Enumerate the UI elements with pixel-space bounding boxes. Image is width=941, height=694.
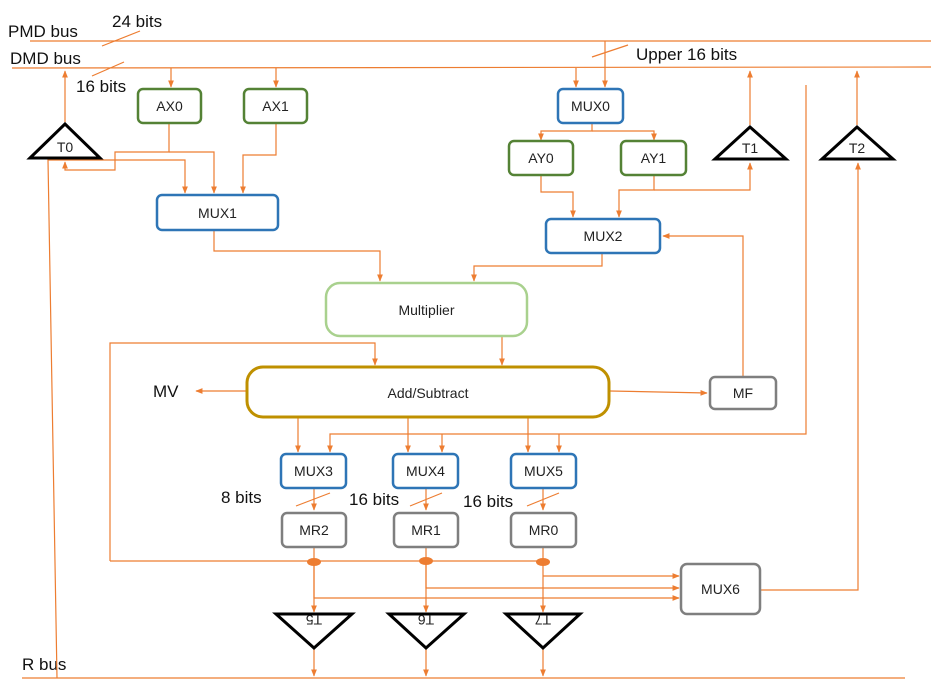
dmd-bus-label: DMD bus — [10, 49, 81, 68]
multiplier-label: Multiplier — [398, 302, 454, 318]
bits-16-label: 16 bits — [76, 77, 126, 96]
mux5-block: MUX5 — [509, 452, 578, 490]
mux4-label: MUX4 — [406, 463, 445, 479]
wire-mux2-mult — [471, 252, 603, 282]
mr1-register: MR1 — [392, 511, 460, 549]
mr1-width-tick — [409, 492, 443, 507]
mux6-block: MUX6 — [679, 562, 762, 616]
mr0-label: MR0 — [529, 522, 559, 538]
wire-ay1-t1 — [654, 162, 753, 191]
wire-mf-mux2 — [662, 233, 744, 377]
bits-24-label: 24 bits — [112, 12, 162, 31]
t1-buffer: T1 — [711, 124, 790, 161]
ay1-register: AY1 — [619, 139, 688, 177]
t6-label: T6 — [418, 612, 435, 628]
t0-buffer: T0 — [26, 121, 104, 160]
t0-label: T0 — [57, 139, 74, 155]
pmd-bus-label: PMD bus — [8, 22, 78, 41]
ay0-label: AY0 — [528, 150, 554, 166]
mux3-label: MUX3 — [294, 463, 333, 479]
dmd-bus-line — [11, 66, 932, 69]
mr2-label: MR2 — [299, 522, 329, 538]
wire-mr2-mux6 — [313, 562, 680, 601]
pmd-width-tick — [101, 30, 141, 47]
mux0-block: MUX0 — [556, 87, 625, 125]
t2-buffer: T2 — [818, 124, 897, 161]
t5-buffer: T5 — [272, 612, 356, 651]
mux2-label: MUX2 — [584, 228, 623, 244]
t7-buffer: T7 — [502, 612, 584, 651]
wire-ay1-mux2 — [616, 175, 655, 218]
mv-label: MV — [153, 382, 179, 401]
mux1-block: MUX1 — [155, 193, 280, 232]
mux6-label: MUX6 — [701, 581, 740, 597]
t1-label: T1 — [742, 140, 759, 156]
dmd-width-tick — [91, 61, 125, 77]
multiplier-block: Multiplier — [324, 281, 529, 338]
t2-label: T2 — [849, 140, 866, 156]
mf-register: MF — [708, 375, 778, 411]
wire-mux0-ay0 — [538, 123, 593, 141]
add-subtract-label: Add/Subtract — [388, 385, 469, 401]
mr2-width-tick — [295, 492, 331, 507]
upper-bits-tick — [591, 44, 629, 58]
t6-buffer: T6 — [385, 612, 468, 651]
bits-8-label: 8 bits — [221, 488, 262, 507]
mux3-block: MUX3 — [279, 452, 348, 490]
wire-dmd-mux3 — [327, 85, 807, 453]
ax0-label: AX0 — [156, 98, 183, 114]
mux0-label: MUX0 — [571, 98, 610, 114]
upper-16-bits-label: Upper 16 bits — [636, 45, 737, 64]
add-subtract-block: Add/Subtract — [245, 365, 611, 419]
ay1-label: AY1 — [641, 150, 667, 166]
mr0-register: MR0 — [509, 511, 578, 549]
bits-16-mr0-label: 16 bits — [463, 492, 513, 511]
wire-mr-feedback-add — [109, 342, 378, 561]
bits-16-mr1-label: 16 bits — [349, 490, 399, 509]
mf-label: MF — [733, 385, 753, 401]
mux2-block: MUX2 — [544, 217, 662, 255]
t5-label: T5 — [306, 612, 323, 628]
ax0-register: AX0 — [136, 87, 203, 125]
wire-mux0-ay1 — [592, 130, 657, 141]
wire-ay0-mux2 — [540, 175, 576, 218]
mr1-label: MR1 — [411, 522, 441, 538]
mux1-label: MUX1 — [198, 205, 237, 221]
mux4-block: MUX4 — [391, 452, 460, 490]
wire-ax0-mux1 — [169, 151, 217, 194]
mr0-width-tick — [526, 492, 560, 507]
ay0-register: AY0 — [507, 139, 575, 177]
mr2-register: MR2 — [280, 511, 348, 549]
ax1-label: AX1 — [262, 98, 289, 114]
r-bus-label: R bus — [22, 655, 66, 674]
wire-mux6-t2 — [760, 162, 861, 591]
wire-rbus-mux1 — [47, 159, 188, 679]
t7-label: T7 — [535, 612, 552, 628]
wire-mux1-mult — [213, 230, 383, 282]
wire-ax0-t0 — [62, 123, 170, 171]
wire-ax1-mux1 — [240, 123, 277, 194]
wire-mr1-mux6 — [425, 561, 680, 591]
mux5-label: MUX5 — [524, 463, 563, 479]
ax1-register: AX1 — [242, 87, 309, 125]
wire-add-mf — [609, 389, 708, 396]
